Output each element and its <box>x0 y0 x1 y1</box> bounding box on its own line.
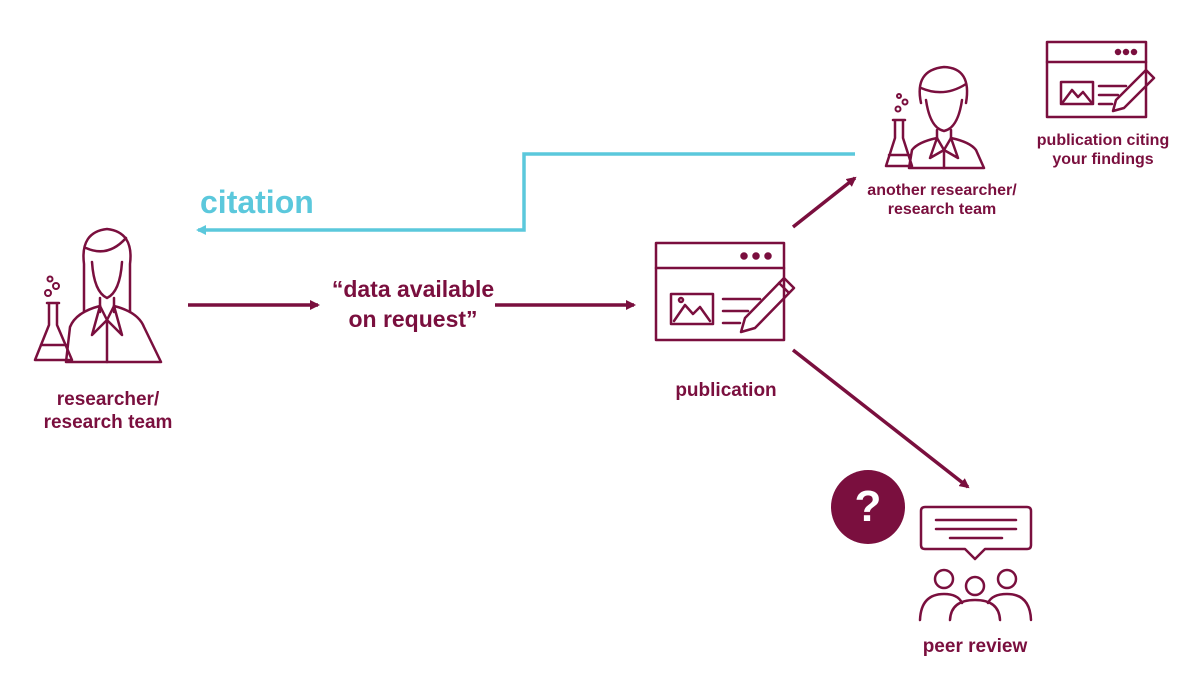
citing-publication-document-icon <box>1045 40 1156 119</box>
another-researcher-label-line-2: research team <box>887 201 997 219</box>
male-scientist-icon <box>884 65 986 170</box>
publication-citing-label: publication citing your findings <box>1020 131 1186 169</box>
publication-label: publication <box>675 380 777 401</box>
publication-citing-label-line-2: your findings <box>1052 151 1154 169</box>
group-discussion-icon <box>918 505 1033 622</box>
another-researcher-label: another researcher/ research team <box>852 181 1032 219</box>
publication-citing-label-line-1: publication citing <box>1036 132 1170 149</box>
arrow-publication-to-another <box>791 176 857 229</box>
female-scientist-icon <box>33 227 163 364</box>
peer-review-label: peer review <box>922 636 1028 657</box>
citation-arrow <box>196 152 855 235</box>
question-mark-text: ? <box>854 482 882 531</box>
data-request-label: “data available on request” <box>318 275 508 335</box>
question-mark-icon <box>831 470 905 544</box>
arrow-publication-to-peer-review <box>791 348 970 489</box>
citation-label: citation <box>200 184 314 220</box>
researcher-label: researcher/ research team <box>28 389 188 435</box>
data-request-label-line-1: “data available <box>331 276 495 302</box>
data-request-label-line-2: on request” <box>348 305 478 332</box>
another-researcher-label-line-1: another researcher/ <box>867 182 1017 199</box>
researcher-label-line-1: researcher/ <box>56 389 160 410</box>
researcher-label-line-2: research team <box>43 411 173 433</box>
publication-document-icon <box>654 241 796 342</box>
